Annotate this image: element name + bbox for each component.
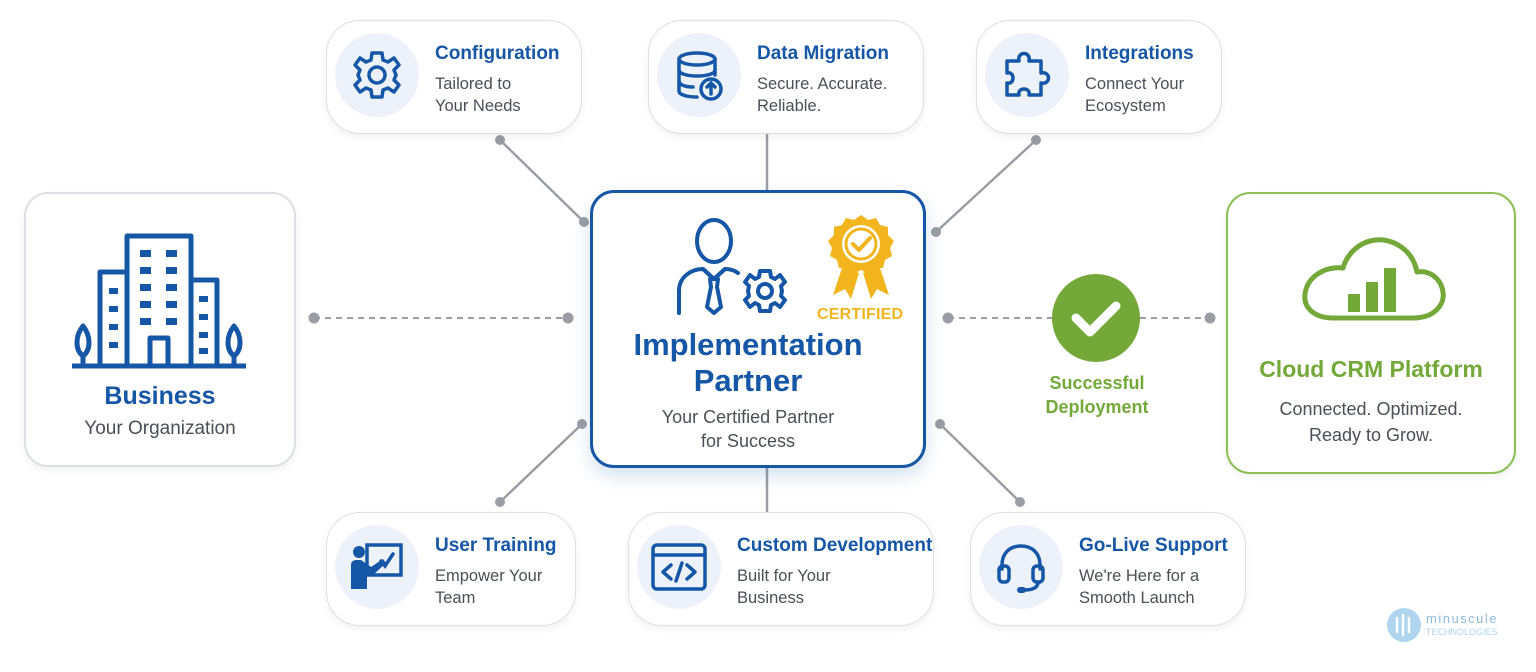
service-title: Data Migration xyxy=(757,43,889,64)
company-logo: minuscule TECHNOLOGIES xyxy=(1386,606,1516,644)
cloud-crm-panel: Cloud CRM Platform Connected. Optimized.… xyxy=(1226,192,1516,474)
certified-label: CERTIFIED xyxy=(817,306,904,323)
service-description: Secure. Accurate.Reliable. xyxy=(757,75,888,115)
headset-icon xyxy=(979,525,1063,609)
presentation-icon xyxy=(335,525,419,609)
cloud-chart-icon xyxy=(1302,237,1446,321)
logo-name: minuscule xyxy=(1426,611,1499,626)
puzzle-icon xyxy=(985,33,1069,117)
code-icon xyxy=(637,525,721,609)
cloud-crm-title: Cloud CRM Platform xyxy=(1259,356,1483,382)
logo-mark-icon xyxy=(1387,608,1421,642)
business-subtitle: Your Organization xyxy=(84,418,236,439)
business-panel: Business Your Organization xyxy=(24,192,296,467)
service-title: User Training xyxy=(435,535,557,556)
service-title: Go-Live Support xyxy=(1079,535,1228,556)
consultant-icon xyxy=(677,218,787,315)
service-title: Configuration xyxy=(435,43,560,64)
database-upload-icon xyxy=(657,33,741,117)
service-card-data-migration: Data Migration Secure. Accurate.Reliable… xyxy=(648,20,924,134)
building-icon xyxy=(72,233,246,369)
certified-ribbon-icon xyxy=(828,215,894,299)
checkmark-icon xyxy=(1052,274,1140,362)
service-title: Integrations xyxy=(1085,43,1194,64)
service-title: Custom Development xyxy=(737,535,933,556)
business-title: Business xyxy=(104,382,216,410)
gear-icon xyxy=(335,33,419,117)
logo-tagline: TECHNOLOGIES xyxy=(1426,627,1498,637)
cloud-crm-subtitle: Connected. Optimized.Ready to Grow. xyxy=(1279,399,1463,445)
